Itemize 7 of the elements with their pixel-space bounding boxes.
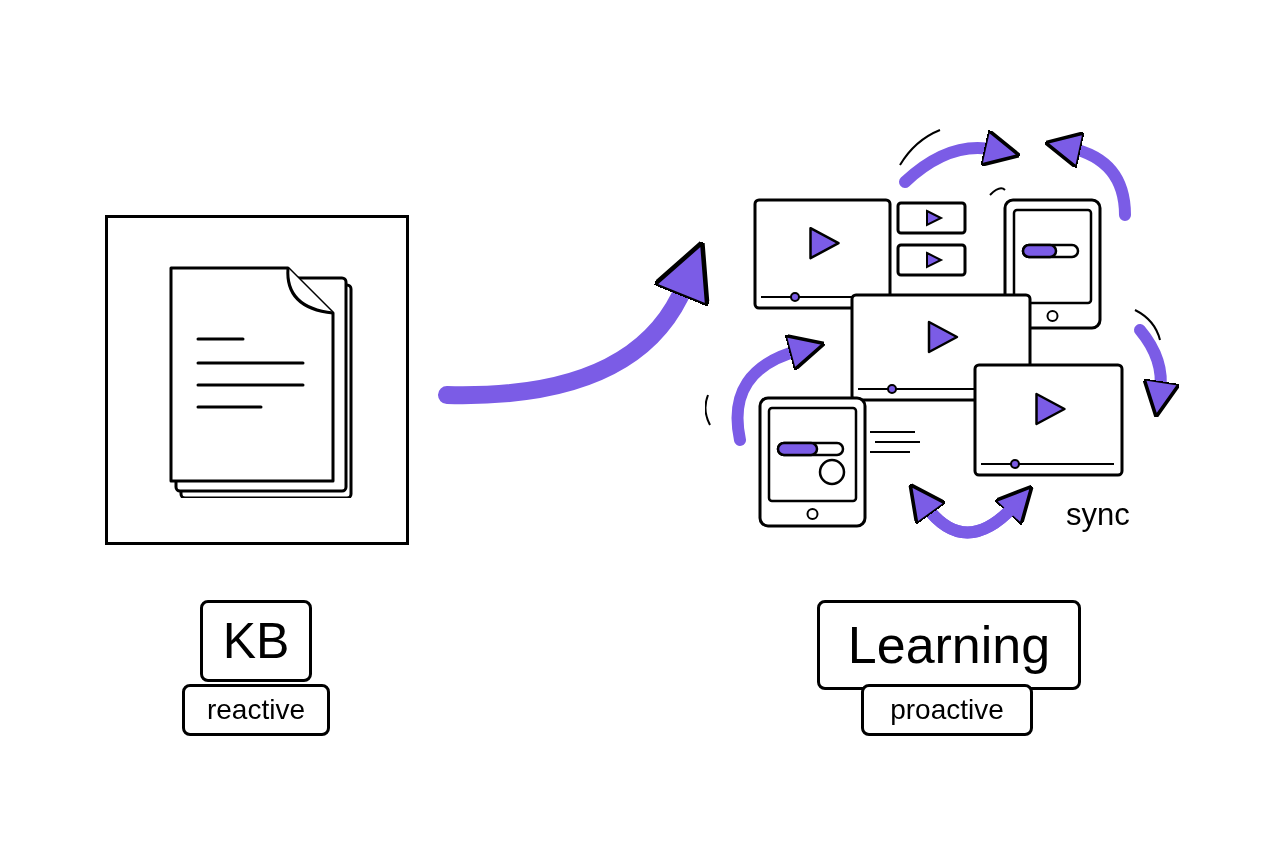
label-box: reactive [182, 684, 330, 736]
label-box: Learning [817, 600, 1081, 690]
label-box: KB [200, 600, 312, 682]
label-box: proactive [861, 684, 1033, 736]
sync-label: sync [1066, 496, 1130, 534]
arrow [438, 241, 709, 404]
document-panel [105, 215, 409, 545]
